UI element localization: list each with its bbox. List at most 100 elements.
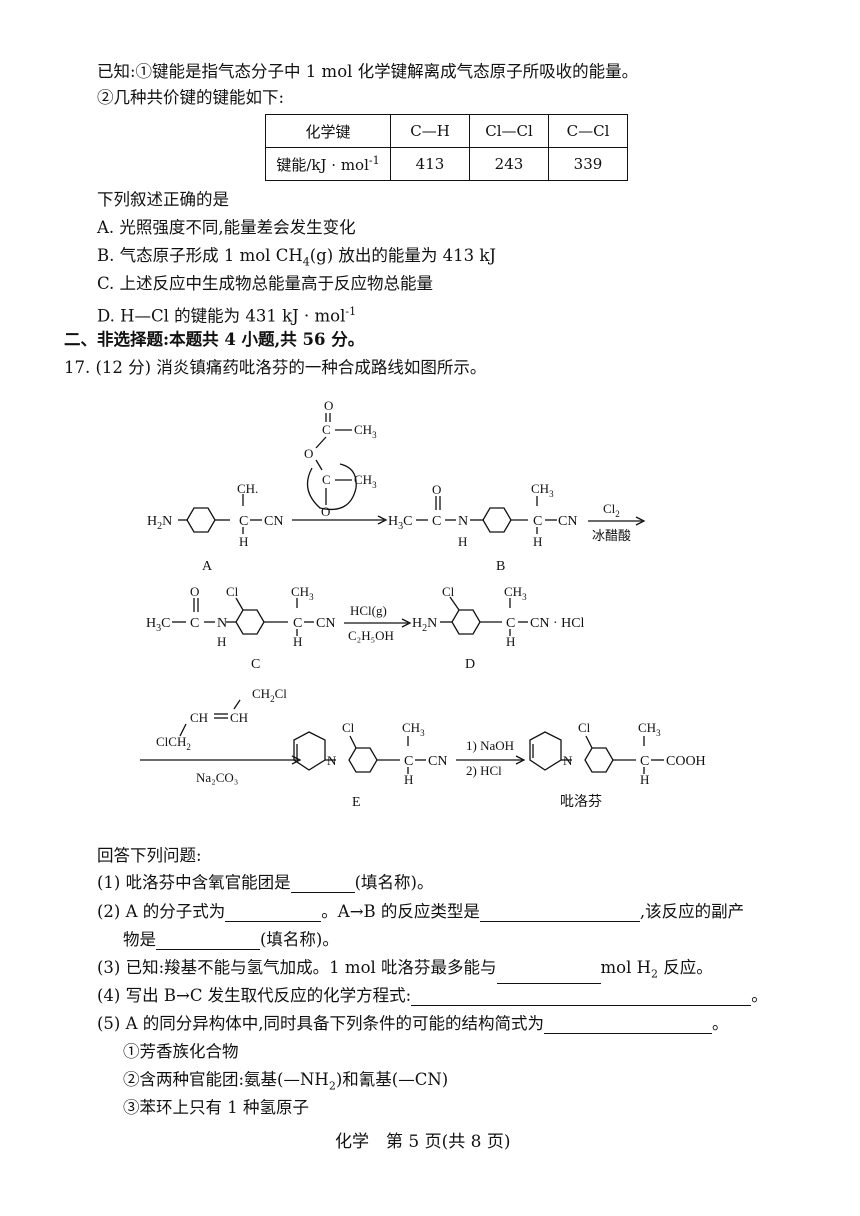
- svg-text:N: N: [563, 753, 573, 768]
- svg-text:ClCH2: ClCH2: [156, 734, 191, 752]
- svg-text:C: C: [533, 514, 542, 529]
- svg-text:C: C: [322, 472, 331, 487]
- label-d: D: [465, 657, 475, 672]
- svg-text:H2N: H2N: [412, 616, 437, 634]
- answer-blank[interactable]: [496, 967, 601, 985]
- svg-text:CN · HCl: CN · HCl: [530, 616, 585, 631]
- svg-text:CH3: CH3: [402, 720, 425, 738]
- svg-text:COOH: COOH: [666, 754, 706, 769]
- svg-text:Cl: Cl: [578, 720, 591, 735]
- svg-text:N: N: [327, 753, 337, 768]
- answer-prompt: 回答下列问题:: [97, 846, 202, 865]
- svg-text:C: C: [404, 754, 413, 769]
- answer-blank[interactable]: [544, 1017, 713, 1034]
- question-stem: 下列叙述正确的是: [97, 190, 229, 209]
- page-footer: 化学 第 5 页(共 8 页): [335, 1132, 511, 1152]
- answer-blank[interactable]: [290, 876, 355, 893]
- question-part-5: (5) A 的同分异构体中,同时具备下列条件的可能的结构简式为。: [97, 1014, 729, 1034]
- table-energy-cell: 339: [548, 147, 628, 181]
- answer-blank[interactable]: [156, 933, 260, 950]
- answer-blank[interactable]: [411, 989, 752, 1006]
- table-row: 化学键 C—H Cl—Cl C—Cl: [265, 114, 628, 148]
- svg-text:CH3: CH3: [291, 584, 314, 602]
- section-heading: 二、非选择题:本题共 4 小题,共 56 分。: [64, 330, 365, 349]
- condition-2: ②含两种官能团:氨基(—NH2)和氰基(—CN): [123, 1070, 449, 1093]
- known-line-2: ②几种共价键的键能如下:: [97, 88, 285, 107]
- synthesis-scheme: H2N CH. CH CN A O C CH3 O C CH3 O H3C O …: [140, 398, 706, 810]
- table-header-cell: 键能/kJ · mol-1: [265, 147, 391, 181]
- reagent-hcl: 2) HCl: [466, 763, 502, 778]
- svg-text:H3C: H3C: [146, 616, 170, 634]
- svg-text:CH: CH: [230, 710, 248, 725]
- svg-text:C: C: [640, 754, 649, 769]
- svg-text:O: O: [321, 504, 330, 519]
- svg-text:N: N: [458, 514, 468, 529]
- svg-text:CH3: CH3: [531, 481, 554, 499]
- svg-text:CN: CN: [264, 514, 283, 529]
- svg-text:H: H: [458, 534, 467, 549]
- reagent-hcl-gas: HCl(g): [350, 603, 387, 618]
- svg-text:H: H: [506, 634, 515, 649]
- answer-blank[interactable]: [225, 905, 322, 922]
- condition-3: ③苯环上只有 1 种氢原子: [123, 1098, 309, 1117]
- svg-text:C: C: [190, 616, 199, 631]
- svg-text:CH: CH: [190, 710, 208, 725]
- svg-text:CH3: CH3: [504, 584, 527, 602]
- svg-text:CH2Cl: CH2Cl: [252, 686, 287, 704]
- label-c: C: [251, 657, 260, 672]
- svg-text:Cl2: Cl2: [603, 501, 620, 519]
- svg-text:CH3: CH3: [354, 422, 377, 440]
- svg-text:CN: CN: [558, 514, 577, 529]
- table-header-cell: 化学键: [265, 114, 391, 148]
- svg-text:Cl: Cl: [442, 584, 455, 599]
- label-product: 吡洛芬: [560, 794, 602, 810]
- option-a: A. 光照强度不同,能量差会发生变化: [97, 218, 356, 237]
- known-line-1: 已知:①键能是指气态分子中 1 mol 化学键解离成气态原子所吸收的能量。: [97, 62, 639, 81]
- question-part-2b: 物是(填名称)。: [123, 930, 339, 950]
- svg-text:CH3: CH3: [638, 720, 661, 738]
- svg-text:H: H: [404, 772, 413, 787]
- question-part-2: (2) A 的分子式为。A→B 的反应类型是,该反应的副产: [97, 902, 745, 922]
- answer-blank[interactable]: [479, 905, 640, 922]
- svg-text:C: C: [293, 616, 302, 631]
- reagent-naoh: 1) NaOH: [466, 738, 514, 753]
- svg-text:N: N: [217, 616, 227, 631]
- table-energy-cell: 243: [469, 147, 549, 181]
- svg-text:CH3: CH3: [354, 472, 377, 490]
- svg-text:C: C: [239, 514, 248, 529]
- svg-text:O: O: [190, 584, 199, 599]
- table-bond-cell: C—Cl: [548, 114, 628, 148]
- reagent-acetic-acid: 冰醋酸: [592, 528, 631, 543]
- svg-text:H: H: [640, 772, 649, 787]
- label-e: E: [352, 795, 361, 810]
- svg-text:O: O: [304, 446, 313, 461]
- svg-text:CN: CN: [316, 616, 335, 631]
- svg-text:C: C: [322, 422, 331, 437]
- label-b: B: [496, 559, 505, 574]
- question-part-4: (4) 写出 B→C 发生取代反应的化学方程式:。: [97, 986, 768, 1006]
- svg-text:H3C: H3C: [388, 514, 412, 532]
- svg-text:Cl: Cl: [342, 720, 355, 735]
- reagent-sodium-carbonate: Na₂CO₃: [196, 770, 238, 785]
- table-energy-cell: 413: [390, 147, 470, 181]
- option-b: B. 气态原子形成 1 mol CH4(g) 放出的能量为 413 kJ: [97, 246, 496, 269]
- svg-text:H: H: [217, 634, 226, 649]
- svg-text:CN: CN: [428, 754, 447, 769]
- table-bond-cell: Cl—Cl: [469, 114, 549, 148]
- svg-text:O: O: [432, 482, 441, 497]
- svg-text:Cl: Cl: [226, 584, 239, 599]
- svg-text:O: O: [324, 398, 333, 413]
- svg-text:H: H: [533, 534, 542, 549]
- svg-text:H: H: [239, 534, 248, 549]
- bond-energy-table: 化学键 C—H Cl—Cl C—Cl 键能/kJ · mol-1 413 243…: [265, 114, 628, 181]
- svg-text:H2N: H2N: [147, 514, 172, 532]
- label-a: A: [202, 559, 213, 574]
- svg-text:H: H: [293, 634, 302, 649]
- reagent-ethanol: C₂H₅OH: [348, 628, 394, 643]
- svg-text:CH.: CH.: [237, 481, 258, 496]
- table-row: 键能/kJ · mol-1 413 243 339: [265, 147, 628, 181]
- option-d: D. H—Cl 的键能为 431 kJ · mol-1: [97, 305, 357, 326]
- svg-text:C: C: [432, 514, 441, 529]
- svg-text:C: C: [506, 616, 515, 631]
